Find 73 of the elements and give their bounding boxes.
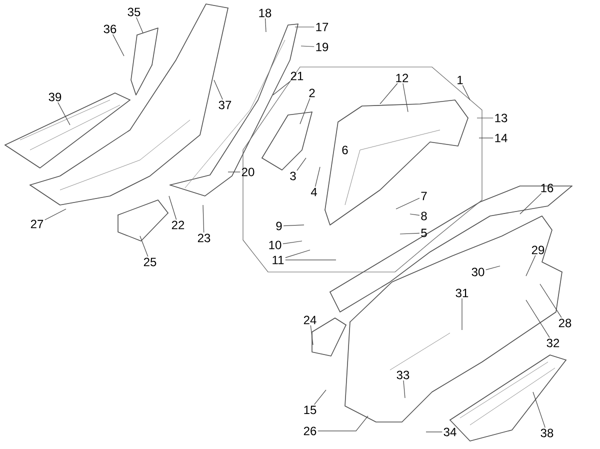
- leader-line: [285, 250, 310, 258]
- leader-line: [300, 98, 310, 124]
- leader-line: [314, 390, 326, 405]
- callout-number: 8: [421, 212, 427, 220]
- callout-number: 16: [541, 184, 554, 192]
- leader-line: [526, 300, 550, 338]
- leader-line: [520, 193, 542, 214]
- leader-line: [526, 255, 536, 276]
- leader-line: [44, 208, 66, 220]
- leader-line: [202, 204, 204, 233]
- leader-line: [402, 83, 408, 112]
- leader-line: [296, 158, 306, 171]
- callout-number: 26: [304, 426, 316, 436]
- callout-number: 14: [495, 134, 508, 142]
- leader-line: [486, 266, 500, 270]
- callout-number: 21: [290, 72, 304, 80]
- callout-number: 37: [218, 100, 232, 110]
- leader-line: [403, 380, 406, 398]
- leader-line: [410, 214, 420, 216]
- callout-number: 31: [456, 288, 468, 298]
- callout-number: 3: [290, 172, 296, 180]
- leader-line: [112, 34, 124, 56]
- leader-line: [400, 232, 420, 234]
- leader-line: [265, 18, 266, 32]
- callout-number: 23: [198, 234, 210, 242]
- callout-number: 18: [259, 8, 272, 18]
- callout-number: 4: [310, 188, 317, 196]
- callout-number: 11: [272, 256, 284, 264]
- callout-number: 35: [128, 8, 140, 16]
- leader-line: [300, 46, 314, 47]
- callout-number: 29: [532, 246, 544, 254]
- callout-number: 28: [558, 318, 572, 328]
- leader-line: [136, 17, 144, 34]
- callout-number: 12: [396, 74, 408, 82]
- callout-number: 24: [304, 316, 316, 324]
- leader-line: [214, 80, 223, 100]
- leader-line: [168, 196, 177, 220]
- leader-line: [283, 224, 304, 226]
- leader-line: [310, 325, 314, 346]
- callout-number: 38: [540, 428, 554, 438]
- callout-number: 1: [458, 76, 463, 84]
- callout-number: 19: [316, 42, 328, 52]
- leader-line: [462, 85, 470, 100]
- callout-number: 25: [144, 258, 156, 266]
- leader-line: [396, 198, 420, 210]
- callout-number: 20: [242, 168, 254, 176]
- callout-number: 15: [304, 406, 316, 414]
- leader-line: [540, 284, 562, 318]
- leader-line: [282, 240, 302, 244]
- leader-line: [272, 81, 290, 96]
- callout-number: 39: [48, 92, 62, 102]
- leader-line: [318, 416, 368, 432]
- leader-line: [294, 26, 314, 28]
- callout-number: 27: [30, 220, 44, 228]
- callout-number: 10: [269, 240, 282, 250]
- leader-line: [532, 392, 546, 428]
- callout-number: 17: [316, 22, 328, 32]
- callout-number: 33: [396, 370, 410, 380]
- callout-number: 22: [172, 220, 184, 230]
- leader-line: [140, 236, 148, 257]
- leader-line: [380, 83, 398, 104]
- callout-number: 7: [421, 192, 427, 200]
- callout-number: 34: [444, 428, 456, 436]
- callout-number: 36: [104, 24, 116, 34]
- callout-number: 6: [342, 146, 348, 154]
- leader-line: [58, 102, 70, 126]
- callout-number: 13: [495, 114, 508, 122]
- callout-number: 30: [472, 268, 484, 276]
- callout-number: 32: [546, 338, 560, 348]
- callout-number: 9: [276, 222, 282, 230]
- leader-line: [314, 166, 320, 187]
- callout-number: 5: [421, 228, 427, 238]
- callout-number: 2: [309, 88, 315, 98]
